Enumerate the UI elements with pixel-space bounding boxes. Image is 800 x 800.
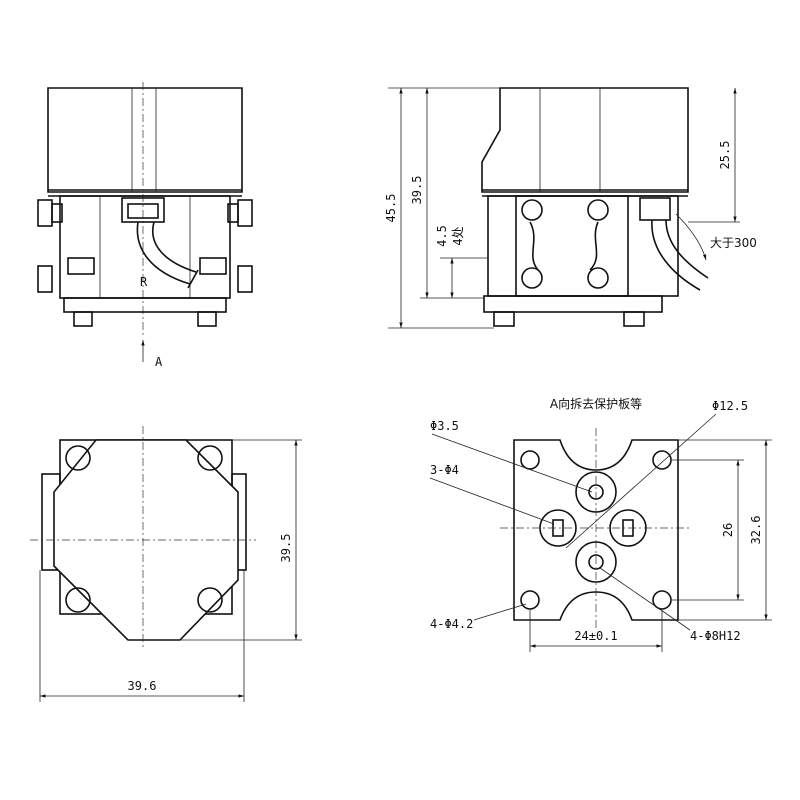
dim-height-32-6: 32.6: [749, 516, 763, 545]
front-view: R A: [37, 82, 253, 369]
dim-4-phi-8h12: 4-Φ8H12: [690, 629, 741, 643]
dim-overall-height: 45.5: [384, 194, 398, 223]
dim-spacing-y: 26: [721, 523, 735, 537]
view-arrow-label-a: A: [155, 355, 163, 369]
dim-phi-3-5: Φ3.5: [430, 419, 459, 433]
top-view: 39.5 39.6: [30, 426, 302, 702]
cable-length-note: 大于300: [710, 236, 757, 250]
dim-hole-count: 4处: [451, 226, 465, 245]
mount-view-title: A向拆去保护板等: [550, 396, 642, 411]
dim-4-phi-4-2: 4-Φ4.2: [430, 617, 473, 631]
dim-3-phi-4: 3-Φ4: [430, 463, 459, 477]
dim-phi-12-5: Φ12.5: [712, 399, 748, 413]
top-dim-height: 39.5: [279, 534, 293, 563]
top-dim-width: 39.6: [128, 679, 157, 693]
dim-body-height: 39.5: [410, 176, 424, 205]
section-label-r: R: [140, 275, 148, 289]
side-view: 45.5 39.5 4.5 4处 25.5 大于300: [384, 87, 757, 329]
dim-cap-height: 25.5: [718, 141, 732, 170]
dim-hole-depth: 4.5: [435, 225, 449, 247]
mount-view: A向拆去保护板等 Φ3.5 3-Φ4 Φ12.5 4-Φ4.2 4-Φ8H12 …: [429, 396, 772, 652]
dim-spacing-x: 24±0.1: [574, 629, 617, 643]
